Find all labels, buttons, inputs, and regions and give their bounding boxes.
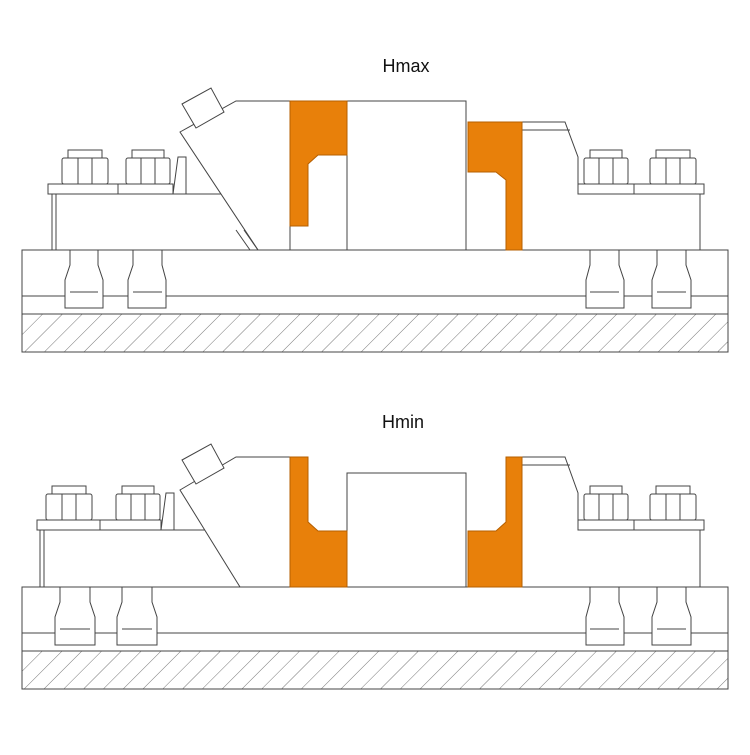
hex-nut [649, 157, 697, 185]
left-jaw [289, 456, 348, 588]
ground-hatch [21, 313, 729, 353]
wedge-knob [181, 87, 225, 129]
right-flange [577, 183, 705, 195]
hmin-assembly [21, 443, 729, 690]
hmax-assembly [21, 87, 729, 353]
right-jaw [467, 456, 523, 588]
hmax-jaws [289, 100, 523, 251]
tslot-nut [585, 249, 625, 309]
hex-nut [125, 157, 171, 185]
left-flange [47, 183, 174, 195]
tslot-nut [116, 586, 158, 646]
tslot-nut [64, 249, 104, 309]
center-block [346, 472, 467, 588]
tslot-nut [127, 249, 167, 309]
hmax-label: Hmax [382, 56, 430, 76]
hex-nut [649, 493, 697, 521]
hex-nut [583, 493, 629, 521]
right-jaw [467, 121, 523, 251]
tslot-nut [651, 586, 692, 646]
tslot-nut [651, 249, 692, 309]
tslot-nut [585, 586, 625, 646]
hex-nut [45, 493, 93, 521]
right-flange [577, 519, 705, 531]
hex-nut [61, 157, 109, 185]
center-block [346, 100, 467, 251]
hmin-label: Hmin [381, 412, 424, 432]
hex-nut [115, 493, 161, 521]
left-flange [36, 519, 162, 531]
left-jaw [289, 100, 348, 227]
tslot-nut [54, 586, 96, 646]
hmin-jaws [289, 456, 523, 588]
wedge-knob [181, 443, 225, 485]
ground-hatch [21, 650, 729, 690]
hex-nut [583, 157, 629, 185]
